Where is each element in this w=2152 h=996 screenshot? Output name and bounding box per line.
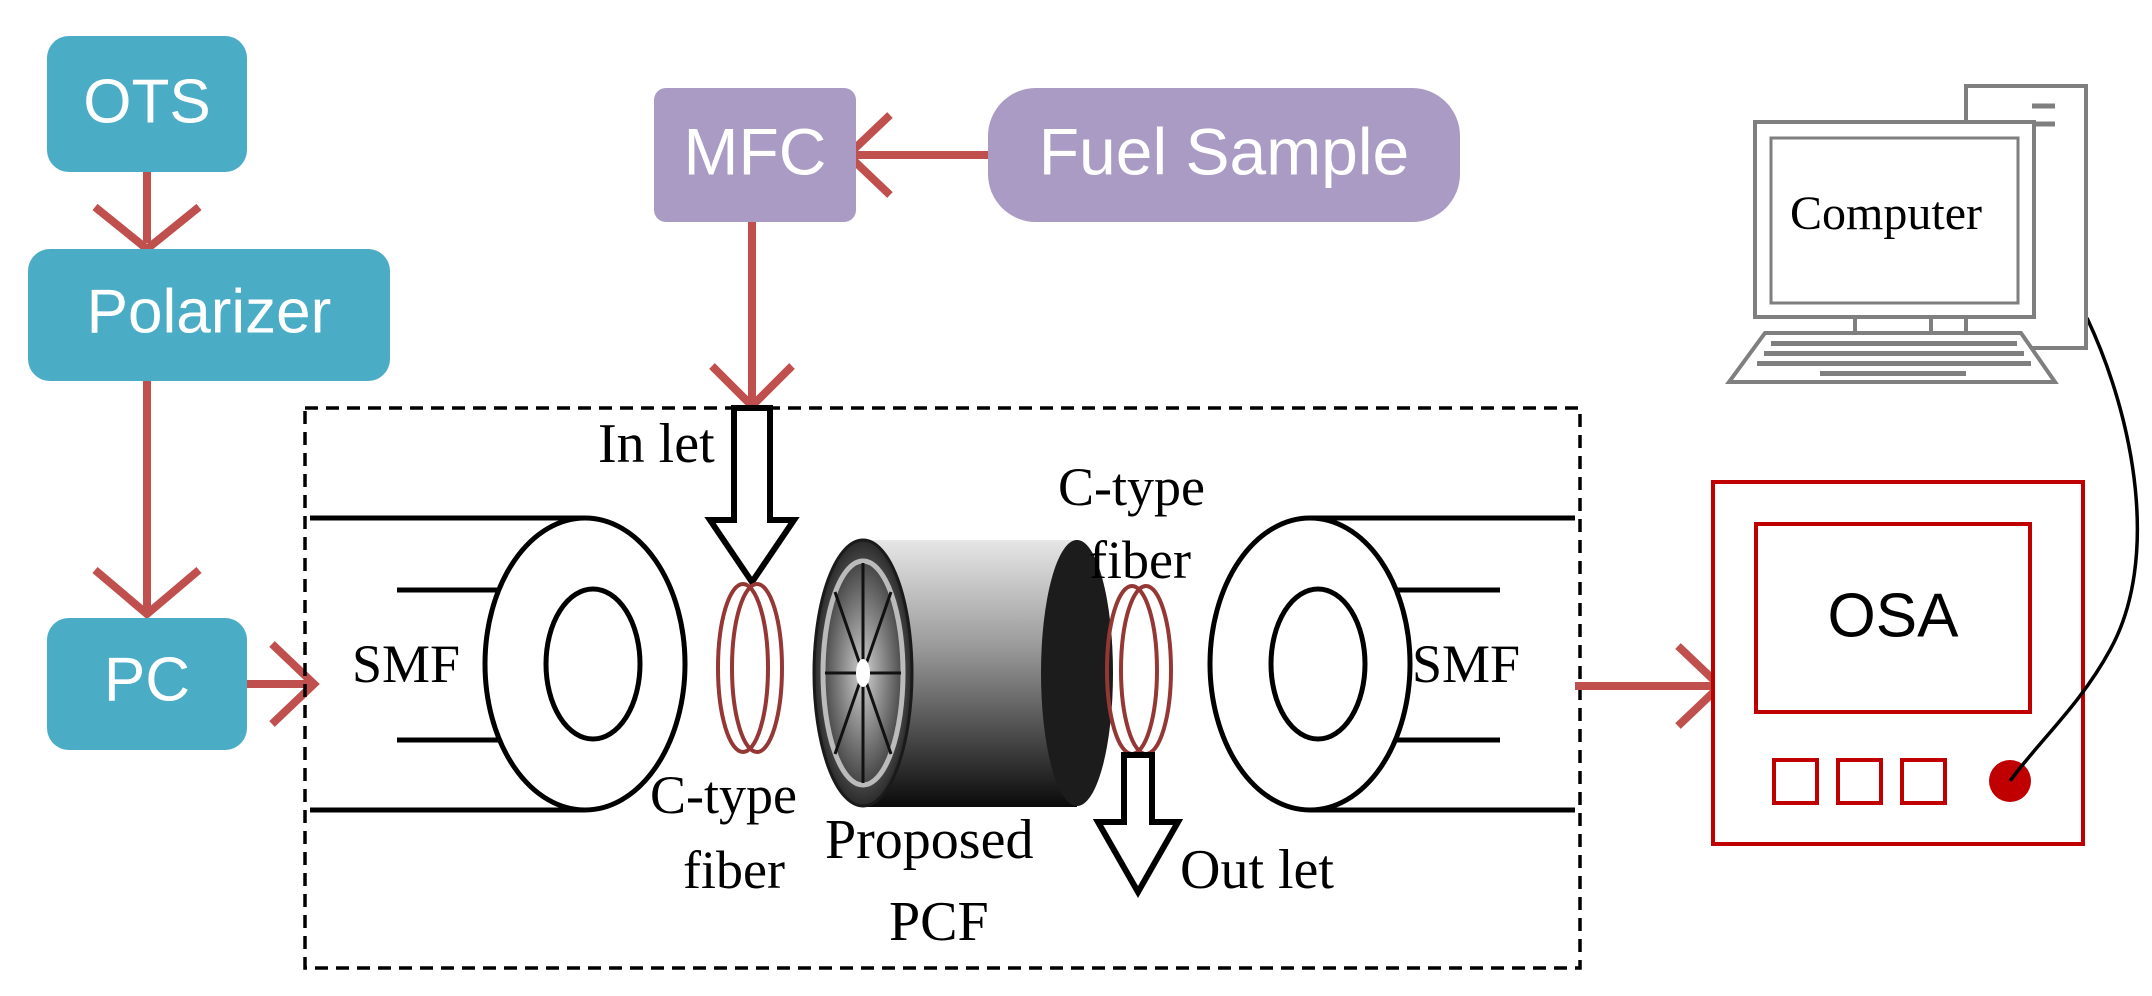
mfc-label: MFC xyxy=(684,114,827,188)
computer-icon: Computer xyxy=(1725,84,2088,384)
smf-right: SMF xyxy=(1207,515,1575,813)
polarizer-box xyxy=(28,249,390,381)
arrowhead-pc-to-setup xyxy=(269,641,320,727)
ots-label: OTS xyxy=(83,67,210,136)
pcf-line2: PCF xyxy=(889,891,989,953)
outlet-arrow xyxy=(1092,752,1184,899)
fuel-sample-label: Fuel Sample xyxy=(1039,114,1410,188)
smf-right-label: SMF xyxy=(1412,634,1520,694)
computer-label: Computer xyxy=(1790,187,1982,240)
polarizer-label: Polarizer xyxy=(87,277,332,346)
ots-box xyxy=(47,36,247,172)
fuel-sample-box xyxy=(988,88,1460,222)
fiber-coil-icon xyxy=(716,582,784,754)
ctype-right-line2: fiber xyxy=(1089,530,1191,590)
fuel-supply: Fuel Sample MFC xyxy=(654,88,1460,412)
pc-box xyxy=(47,618,247,750)
fiber-coil-icon xyxy=(1105,584,1173,756)
ctype-right-line1: C-type xyxy=(1058,457,1205,517)
smf-left-label: SMF xyxy=(352,634,460,694)
inlet-label: In let xyxy=(598,413,715,475)
arrowhead-polarizer-to-pc xyxy=(92,566,202,620)
pc-label: PC xyxy=(104,645,190,714)
smf-left: SMF xyxy=(310,515,688,813)
pcf-cylinder-icon xyxy=(812,538,1113,808)
ctype-left-line1: C-type xyxy=(650,765,797,825)
computer-osa-cable xyxy=(2008,317,2140,783)
source-chain: OTS Polarizer PC xyxy=(28,36,390,750)
pcf-line1: Proposed xyxy=(825,809,1033,871)
outlet-label: Out let xyxy=(1180,839,1334,901)
osa-label: OSA xyxy=(1828,581,1960,650)
ctype-left-line2: fiber xyxy=(683,840,785,900)
mfc-box xyxy=(654,88,856,222)
osa-device-icon: OSA xyxy=(1711,480,2085,846)
inlet-arrow xyxy=(704,405,800,588)
